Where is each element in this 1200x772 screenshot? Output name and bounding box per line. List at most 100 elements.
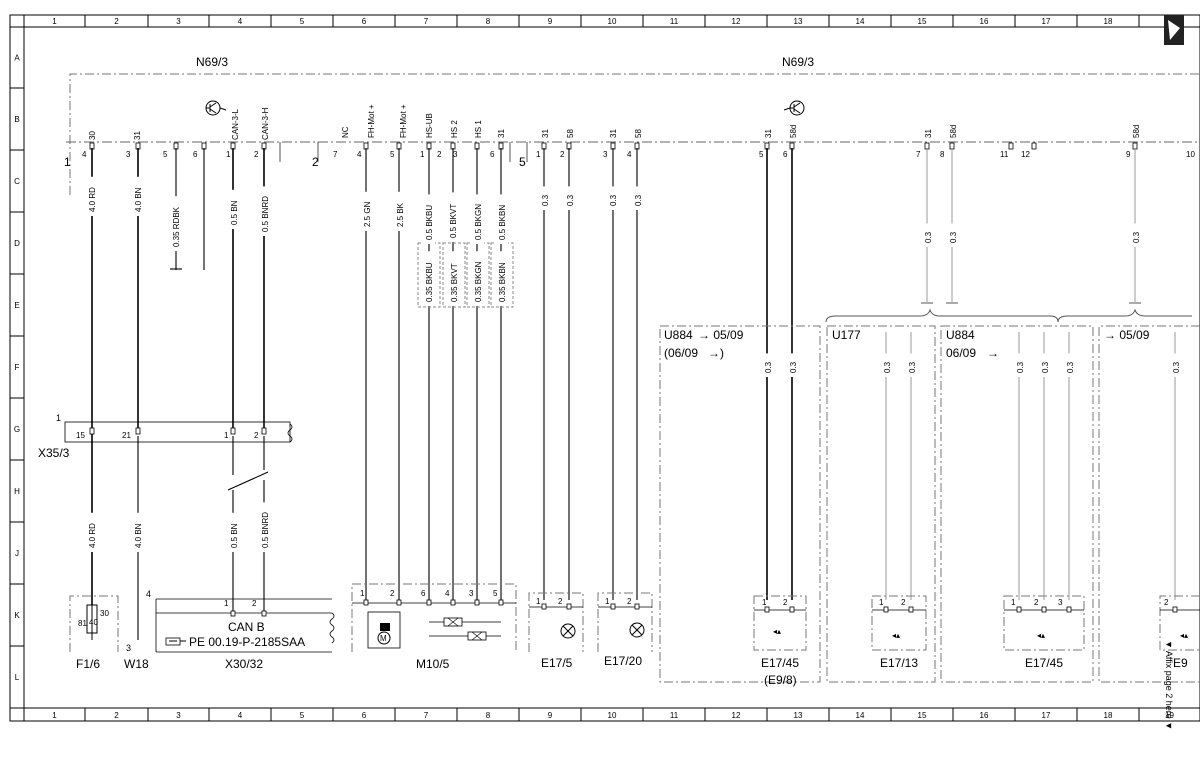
wire-spec-label: 0.35 BKVT bbox=[450, 263, 459, 302]
grid-row-label: B bbox=[14, 115, 19, 124]
terminal-label: 31 bbox=[609, 129, 618, 138]
wire-spec-label: 4.0 RD bbox=[88, 187, 97, 212]
m10-5-block: 1 2 6 4 3 5 M M10/5 bbox=[351, 583, 517, 671]
grid-column-label: 2 bbox=[114, 711, 119, 720]
wire-spec-label: 0.3 bbox=[949, 231, 958, 243]
grid-row-label: F bbox=[15, 363, 20, 372]
x35-pin: 2 bbox=[254, 431, 259, 440]
e17-5-label: E17/5 bbox=[541, 656, 573, 670]
rail-pin-number: 3 bbox=[453, 150, 458, 159]
rail-pin-number: 1 bbox=[420, 150, 425, 159]
rail-pin-number: 4 bbox=[82, 150, 87, 159]
svg-text:2: 2 bbox=[1164, 598, 1169, 607]
e17-13-block: 1 2 ◂▴ E17/13 bbox=[871, 595, 927, 670]
wire-spec-label: 0.3 bbox=[789, 361, 798, 373]
wire-spec-label: 2.5 GN bbox=[363, 201, 372, 227]
svg-text:4: 4 bbox=[445, 589, 450, 598]
grid-row-label: H bbox=[14, 487, 20, 496]
variant-date-b: 06/09 bbox=[946, 346, 976, 360]
terminal-label: FH-Mot + bbox=[367, 104, 376, 138]
grid-column-label: 17 bbox=[1042, 711, 1051, 720]
grid-column-label: 5 bbox=[300, 17, 305, 26]
grid-row-label: K bbox=[14, 611, 20, 620]
terminal-label: 31 bbox=[924, 129, 933, 138]
rail-pin-number: 3 bbox=[603, 150, 608, 159]
e17-20-label: E17/20 bbox=[604, 654, 642, 668]
variant-frames bbox=[659, 325, 1200, 683]
svg-text:1: 1 bbox=[1011, 598, 1016, 607]
rail-pin-number: 4 bbox=[357, 150, 362, 159]
e9-label: E9 bbox=[1173, 656, 1188, 670]
rail-pin-number: 8 bbox=[940, 150, 945, 159]
variant-brace bbox=[1057, 308, 1192, 323]
n69-3-label-right: N69/3 bbox=[782, 55, 814, 69]
rail-pin-number: 11 bbox=[1000, 150, 1009, 159]
e17-5-block: 1 2 E17/5 bbox=[528, 592, 584, 670]
wire-spec-label: 4.0 BN bbox=[134, 523, 143, 548]
e9-block: 2 ◂▴ E9 bbox=[1159, 595, 1200, 670]
svg-text:2: 2 bbox=[390, 589, 395, 598]
grid-column-label: 12 bbox=[732, 711, 741, 720]
w18-label: W18 bbox=[124, 657, 149, 671]
e17-45-a-label: E17/45 bbox=[761, 656, 799, 670]
x35-pin: 21 bbox=[122, 431, 131, 440]
connector-1-label: 1 bbox=[64, 155, 71, 169]
page-corner-icon bbox=[1164, 15, 1184, 45]
svg-text:3: 3 bbox=[469, 589, 474, 598]
grid-column-label: 17 bbox=[1042, 17, 1051, 26]
grid-column-label: 14 bbox=[856, 17, 865, 26]
terminal-label: 58d bbox=[789, 125, 798, 138]
e17-45-a-block: 1 2 ◂▴ E17/45 (E9/8) bbox=[753, 595, 807, 687]
rail-pin bbox=[1008, 142, 1014, 150]
fuse-f1-6: 81 30 40 F1/6 bbox=[69, 595, 119, 671]
variant-u884-b: U884 bbox=[946, 328, 975, 342]
grid-column-label: 1 bbox=[52, 17, 57, 26]
terminal-label: NC bbox=[341, 126, 350, 138]
m10-5-label: M10/5 bbox=[416, 657, 450, 671]
rail-pin-number: 10 bbox=[1186, 150, 1195, 159]
variant-paren-date: (06/09 bbox=[664, 346, 698, 360]
fuse-pin: 81 bbox=[78, 619, 87, 628]
terminal-label: 31 bbox=[133, 131, 142, 140]
wire-spec-label: 0.3 bbox=[634, 194, 643, 206]
wire-spec-label: 0.5 BN bbox=[230, 523, 239, 548]
n69-3-outline bbox=[69, 73, 1200, 195]
rail-pin-number: 1 bbox=[536, 150, 541, 159]
grid-row-label: D bbox=[14, 239, 20, 248]
x35-pin: 1 bbox=[224, 431, 229, 440]
variant-date-a: → 05/09 bbox=[698, 328, 744, 342]
grid-column-label: 11 bbox=[670, 711, 679, 720]
f1-6-label: F1/6 bbox=[76, 657, 100, 671]
svg-text:2: 2 bbox=[783, 598, 788, 607]
grid-column-label: 15 bbox=[918, 17, 927, 26]
wire-spec-label: 0.3 bbox=[566, 194, 575, 206]
column-labels: 1122334455667788991010111112121313141415… bbox=[52, 17, 1174, 720]
fuse-pin: 30 bbox=[100, 609, 109, 618]
n69-3-label-left: N69/3 bbox=[196, 55, 228, 69]
pe-reference-link[interactable]: PE 00.19-P-2185SAA bbox=[189, 635, 305, 649]
terminal-label: CAN-3-H bbox=[261, 107, 270, 140]
variant-paren-arrow: →) bbox=[708, 346, 724, 360]
transistor-icon bbox=[783, 100, 805, 116]
wire-spec-label: 0.35 BKBU bbox=[425, 262, 434, 302]
grid-column-label: 13 bbox=[794, 17, 803, 26]
x35-3-number: 1 bbox=[56, 413, 61, 423]
grid-column-label: 6 bbox=[362, 17, 367, 26]
rail-pin-number: 5 bbox=[390, 150, 395, 159]
rail-pin-number: 4 bbox=[627, 150, 632, 159]
wire-spec-label: 0.5 BN bbox=[230, 200, 239, 225]
grid-column-label: 18 bbox=[1104, 17, 1113, 26]
svg-text:1: 1 bbox=[605, 597, 610, 606]
grid-column-label: 9 bbox=[548, 17, 553, 26]
rail-pin-number: 6 bbox=[193, 150, 198, 159]
wire-spec-label: 0.3 bbox=[1066, 361, 1075, 373]
x35-3-connector: 1 X35/3 15 21 1 2 bbox=[38, 413, 293, 460]
e17-20-block: 1 2 E17/20 bbox=[597, 592, 653, 668]
x30-32-number: 4 bbox=[146, 589, 151, 599]
terminal-label: 58 bbox=[566, 129, 575, 138]
variant-arrow-b: → bbox=[987, 346, 999, 360]
hand-pointer-icon bbox=[165, 637, 186, 646]
terminal-label: HS-UB bbox=[425, 113, 434, 138]
